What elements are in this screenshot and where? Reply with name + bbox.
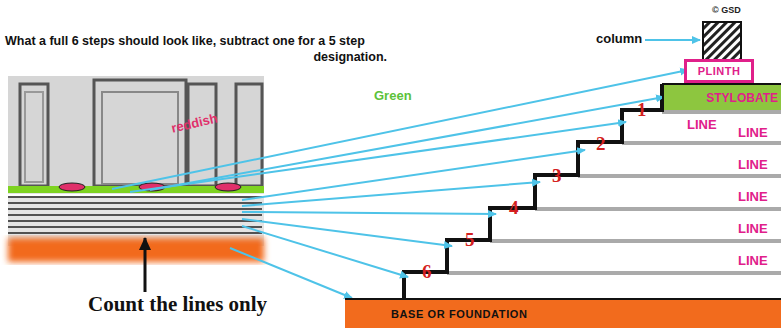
callout-number: 4 [509, 198, 519, 219]
part-name: column [596, 32, 642, 46]
foundation-band: BASE OR FOUNDATION [345, 298, 781, 328]
node-label: PLINTH [698, 65, 741, 77]
note: What a full 6 steps should look like, su… [5, 34, 387, 65]
column-symbol [703, 22, 741, 60]
photo [8, 76, 264, 262]
line-label: LINE [738, 126, 768, 140]
pointer-arrow [144, 238, 147, 292]
callout-number: 6 [422, 262, 432, 283]
callout-number: 3 [552, 166, 562, 187]
line-label: LINE [738, 222, 768, 236]
callout-number: 5 [465, 230, 475, 251]
leader-arrows [112, 40, 700, 298]
copyright: © GSD [712, 6, 741, 16]
node-label: BASE OR FOUNDATION [391, 308, 527, 320]
callout-number: 1 [637, 100, 647, 121]
plinth-box: PLINTH [684, 59, 754, 83]
stylobate-band: STYLOBATE [662, 83, 781, 110]
node-label: STYLOBATE [706, 91, 778, 105]
line-label: LINE [738, 254, 768, 268]
line-label: LINE [738, 190, 768, 204]
callout-number: 2 [596, 134, 606, 155]
color-note: Green [374, 89, 412, 103]
note: Count the lines only [88, 293, 267, 316]
line-label: LINE [687, 118, 717, 132]
line-label: LINE [738, 158, 768, 172]
